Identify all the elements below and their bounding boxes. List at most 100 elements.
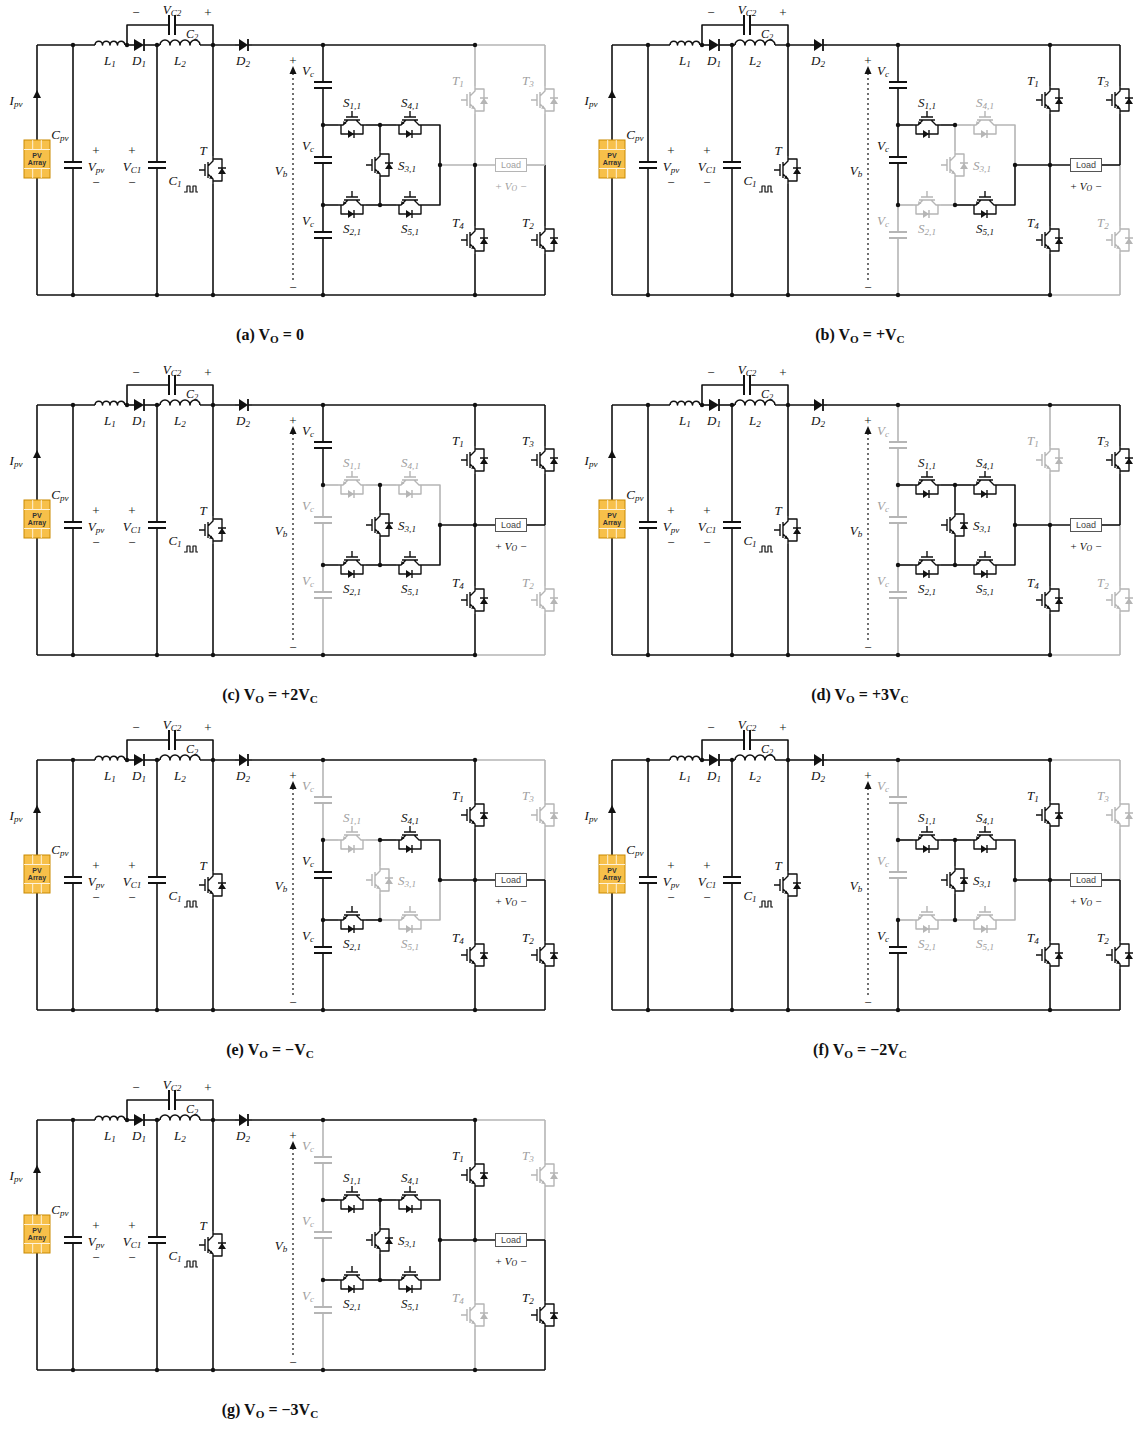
- current-arrow: [608, 90, 616, 98]
- component-label: Vc: [302, 214, 314, 227]
- component-label: D2: [236, 54, 250, 67]
- switch-diode: [348, 490, 354, 498]
- junction-dot: [730, 1008, 734, 1012]
- switch-symbol: [338, 1266, 366, 1293]
- switch-symbol: [971, 551, 999, 578]
- switch-diode: [406, 925, 412, 933]
- wire: [37, 44, 95, 46]
- switch-symbol: [338, 191, 366, 218]
- polarity-sign: +: [864, 54, 871, 67]
- circuit-panel: [24, 15, 558, 297]
- voltage-arrow: [292, 1147, 293, 1355]
- junction-dot: [155, 758, 159, 762]
- switch-diode: [981, 845, 987, 853]
- junction-dot: [473, 758, 477, 762]
- wire: [127, 25, 169, 45]
- switch-arrow: [471, 1321, 475, 1325]
- polarity-sign: −: [128, 1251, 135, 1264]
- switch-symbol: [338, 191, 366, 218]
- component-label: Cpv: [626, 488, 643, 501]
- switch-arrow: [541, 466, 545, 470]
- switch-symbol: [396, 551, 424, 578]
- wire: [156, 883, 158, 1010]
- switch-diode: [923, 490, 929, 498]
- switch-symbol: [971, 471, 999, 498]
- switch-arrow: [401, 201, 405, 205]
- switch-symbol: [971, 906, 999, 933]
- polarity-sign: +: [92, 859, 99, 872]
- component-label: VC1: [698, 160, 717, 173]
- wire: [156, 1243, 158, 1370]
- component-label: VC2: [163, 718, 182, 731]
- diode-symbol: [709, 399, 719, 411]
- component-label: T1: [452, 434, 464, 447]
- wire: [955, 839, 971, 841]
- capacitor-symbol: [314, 232, 332, 238]
- switch-arrow: [471, 1181, 475, 1185]
- wire: [380, 204, 396, 206]
- wire: [212, 1120, 214, 1231]
- wire: [424, 840, 440, 880]
- wire: [474, 880, 476, 941]
- wire: [544, 760, 546, 801]
- switch-arrow: [343, 836, 347, 840]
- wire: [156, 405, 158, 522]
- component-label: S4,1: [401, 96, 419, 109]
- polarity-sign: −: [864, 281, 871, 294]
- wire: [1049, 969, 1051, 1010]
- junction-dot: [321, 293, 325, 297]
- pv-array-text: PV Array: [25, 152, 49, 166]
- wire: [527, 1239, 545, 1241]
- switch-arrow: [471, 246, 475, 250]
- wire: [544, 474, 546, 525]
- component-label: C2: [186, 388, 198, 400]
- switch-symbol: [531, 1301, 558, 1329]
- switch-arrow: [209, 176, 213, 180]
- switch-symbol: [461, 941, 488, 969]
- circuit-panel: [599, 15, 1133, 297]
- switch-symbol: [199, 871, 226, 899]
- wire: [750, 740, 788, 760]
- diode-symbol: [718, 399, 720, 411]
- component-label: T: [199, 859, 206, 872]
- load-text: Load: [501, 521, 521, 530]
- component-label: VC2: [738, 3, 757, 16]
- wire: [898, 919, 913, 921]
- component-label: T: [774, 144, 781, 157]
- wire: [380, 564, 396, 566]
- switch-diode: [1055, 598, 1063, 604]
- component-label: D2: [236, 769, 250, 782]
- component-label: T1: [452, 74, 464, 87]
- wire: [954, 485, 956, 511]
- capacitor-symbol: [314, 797, 332, 803]
- wire: [36, 1253, 38, 1370]
- junction-dot: [700, 758, 704, 762]
- component-label: S3,1: [973, 874, 991, 887]
- polarity-sign: +: [128, 144, 135, 157]
- gate-pulse: [759, 186, 773, 192]
- switch-arrow: [401, 561, 405, 565]
- junction-dot: [378, 203, 382, 207]
- switch-diode: [1125, 598, 1133, 604]
- wire: [612, 759, 670, 761]
- switch-arrow: [471, 961, 475, 965]
- capacitor-symbol: [639, 877, 657, 883]
- wire: [999, 165, 1015, 205]
- switch-symbol: [1106, 86, 1133, 114]
- wire: [827, 759, 1050, 761]
- junction-dot: [1048, 758, 1052, 762]
- switch-arrow: [951, 171, 955, 175]
- switch-diode: [550, 953, 558, 959]
- component-label: T3: [522, 1149, 534, 1162]
- junction-dot: [953, 123, 957, 127]
- switch-symbol: [199, 516, 226, 544]
- wire: [323, 1279, 338, 1281]
- component-label: L1: [679, 414, 691, 427]
- wire: [1049, 760, 1051, 801]
- switch-symbol: [366, 151, 393, 179]
- diode-symbol: [239, 39, 248, 51]
- wire: [212, 45, 214, 156]
- switch-diode: [218, 883, 226, 889]
- switch-symbol: [1036, 586, 1063, 614]
- polarity-sign: +: [667, 859, 674, 872]
